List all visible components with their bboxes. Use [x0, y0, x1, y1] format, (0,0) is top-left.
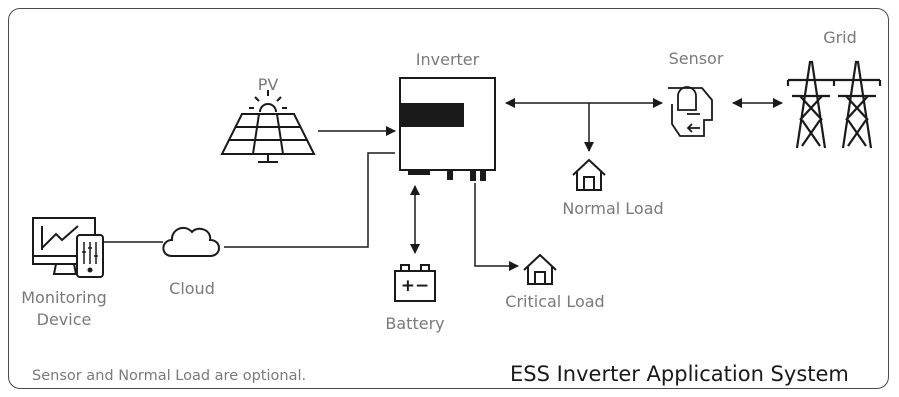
normal-load-label: Normal Load: [562, 199, 664, 218]
diagram-frame: [8, 8, 889, 389]
transmission-tower-icon: [786, 60, 882, 149]
monitoring-device-label-line2: Device: [36, 310, 92, 329]
sensor-label: Sensor: [668, 49, 724, 68]
cloud-icon: [162, 226, 220, 257]
grid-label: Grid: [823, 28, 857, 47]
battery-label: Battery: [385, 314, 445, 333]
battery-symbol: +−: [400, 276, 430, 296]
cloud-label: Cloud: [169, 279, 215, 298]
battery-icon: [394, 264, 436, 302]
diagram-title: ESS Inverter Application System: [510, 362, 849, 386]
pv-label: PV: [257, 75, 279, 94]
tablet-icon: [76, 234, 104, 278]
optional-note: Sensor and Normal Load are optional.: [32, 368, 307, 384]
critical-load-label: Critical Load: [505, 292, 605, 311]
house-icon: [523, 253, 557, 285]
inverter-icon: [399, 77, 496, 181]
cloud-to-inverter-line: [224, 152, 395, 248]
inverter-label: Inverter: [415, 50, 480, 69]
monitoring-device-label-line1: Monitoring: [21, 288, 107, 307]
house-icon: [572, 158, 606, 191]
critical-load-line: [474, 183, 519, 271]
current-sensor-icon: [668, 86, 713, 137]
solar-panel-icon: [220, 90, 316, 163]
connection-lines: [104, 98, 783, 271]
